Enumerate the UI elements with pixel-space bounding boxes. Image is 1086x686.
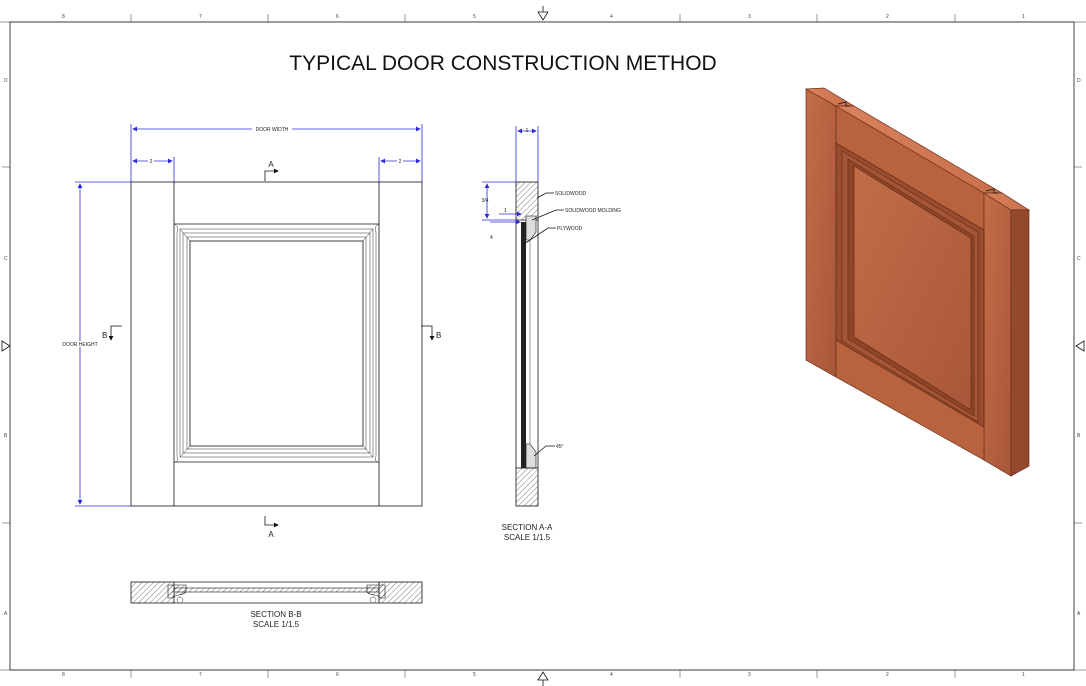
callout-45-degree: 45° [556, 444, 564, 450]
zone-col-top-2: 6 [336, 14, 339, 20]
zone-row-left-3: A [4, 611, 8, 617]
section-aa-small-dim-2: 4 [490, 235, 493, 241]
section-aa-rail-dim: 3/4 [482, 198, 489, 204]
section-b-label-left: B [102, 331, 107, 340]
section-bb-view [130, 581, 423, 604]
stile-dim-left: 2 [150, 159, 153, 165]
zone-row-right-1: C [1077, 256, 1081, 262]
callout-solidwood-molding: SOLIDWOOD MOLDING [565, 208, 621, 214]
section-b-marker-left: B [102, 325, 122, 341]
zone-col-top-4: 4 [610, 14, 613, 20]
zone-row-left-1: C [4, 256, 8, 262]
door-width-label: DOOR WIDTH [256, 127, 289, 133]
zone-col-top-5: 3 [748, 14, 751, 20]
isometric-door-render [804, 87, 1031, 477]
section-bb-scale: SCALE 1/1.5 [253, 620, 300, 629]
zone-col-bottom-4: 4 [610, 672, 613, 678]
stile-dimensions: 2 2 [132, 157, 421, 182]
zone-col-top-1: 7 [199, 14, 202, 20]
section-a-marker-bottom: A [264, 516, 279, 539]
section-b-label-right: B [436, 331, 441, 340]
stile-dim-right: 2 [399, 159, 402, 165]
callout-solidwood: SOLIDWOOD [555, 191, 587, 197]
sheet-frame [0, 6, 1086, 686]
zone-row-right-0: D [1077, 78, 1081, 84]
zone-row-right-2: B [1077, 433, 1081, 439]
section-a-label-bottom: A [268, 530, 274, 539]
section-a-marker-top: A [264, 160, 279, 181]
section-aa-caption: SECTION A-A [502, 523, 553, 532]
zone-col-bottom-5: 3 [748, 672, 751, 678]
section-b-marker-right: B [421, 325, 441, 341]
zone-col-bottom-0: 8 [62, 672, 65, 678]
zone-col-bottom-7: 1 [1022, 672, 1025, 678]
section-a-label-top: A [268, 160, 274, 169]
section-aa-scale: SCALE 1/1.5 [504, 533, 551, 542]
zone-labels: 8 7 6 5 4 3 2 1 8 7 6 5 4 3 2 1 D C B A … [4, 14, 1081, 678]
zone-row-left-0: D [4, 78, 8, 84]
door-height-label: DOOR HEIGHT [62, 342, 97, 348]
section-aa-callouts: SOLIDWOOD SOLIDWOOD MOLDING PLYWOOD 45° [523, 191, 621, 457]
zone-col-bottom-3: 5 [473, 672, 476, 678]
door-width-dimension: DOOR WIDTH [130, 124, 423, 182]
drawing-title: TYPICAL DOOR CONSTRUCTION METHOD [289, 52, 716, 75]
zone-col-bottom-6: 2 [886, 672, 889, 678]
section-aa-thickness-dim: 1 [526, 128, 529, 134]
front-view [130, 181, 423, 507]
zone-col-bottom-2: 6 [336, 672, 339, 678]
zone-col-top-3: 5 [473, 14, 476, 20]
zone-col-top-6: 2 [886, 14, 889, 20]
section-bb-caption: SECTION B-B [250, 610, 301, 619]
door-height-dimension: DOOR HEIGHT [62, 181, 131, 507]
callout-plywood: PLYWOOD [557, 226, 583, 232]
zone-col-top-7: 1 [1022, 14, 1025, 20]
zone-row-right-3: A [1077, 611, 1081, 617]
zone-row-left-2: B [4, 433, 8, 439]
section-aa-dimensions: 1 3/4 1 4 [482, 126, 539, 241]
section-aa-small-dim-1: 1 [504, 208, 507, 214]
section-aa-view [515, 181, 539, 507]
zone-col-top-0: 8 [62, 14, 65, 20]
zone-col-bottom-1: 7 [199, 672, 202, 678]
